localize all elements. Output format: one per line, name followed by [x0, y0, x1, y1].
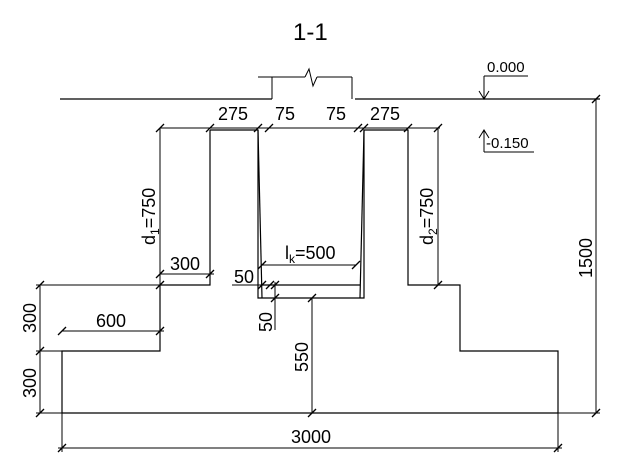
dim-height-300-top: 300 [20, 303, 40, 333]
dim-gap-50-horizontal: 50 [232, 267, 278, 290]
dim-step-300-label: 300 [170, 254, 200, 274]
dim-total-width: 3000 [57, 413, 563, 453]
level-marker-ground: 0.000 [478, 59, 528, 100]
dim-gap-50-h-label: 50 [234, 267, 254, 287]
foundation-outline [61, 129, 559, 414]
dim-550-label: 550 [292, 342, 312, 372]
level-marker-floor: -0.150 [478, 129, 534, 153]
dim-height-300-bottom: 300 [20, 368, 40, 398]
dim-step-300: 300 [155, 254, 215, 279]
dim-d2-label: d2=750 [417, 188, 440, 245]
dim-wall-right: 75 [326, 104, 346, 124]
left-height-chain: 300 300 [20, 280, 160, 418]
dim-total-width-label: 3000 [291, 427, 331, 447]
dim-total-height-label: 1500 [576, 238, 596, 278]
dim-gap-50-v-label: 50 [256, 312, 276, 332]
level-ground-label: 0.000 [487, 59, 525, 76]
dim-total-height: 1500 [558, 94, 601, 418]
dim-wall-left: 75 [275, 104, 295, 124]
top-dimension-chain: 275 75 75 275 [160, 104, 440, 133]
dim-shoulder-right: 275 [370, 104, 400, 124]
section-title: 1-1 [293, 19, 328, 46]
dim-gap-50-vertical: 50 [256, 280, 280, 332]
dim-step-600-label: 600 [96, 311, 126, 331]
dim-lk-label: lk=500 [285, 243, 336, 266]
dim-d1-label: d1=750 [139, 188, 162, 245]
dim-shoulder-left: 275 [218, 104, 248, 124]
dim-550: 550 [292, 293, 317, 418]
level-floor-label: -0.150 [486, 135, 529, 152]
dim-d2: d2=750 [417, 123, 443, 290]
dim-lk: lk=500 [257, 243, 361, 270]
dim-step-600: 600 [57, 311, 165, 336]
dim-d1: d1=750 [139, 123, 165, 290]
ground-line [60, 67, 600, 100]
